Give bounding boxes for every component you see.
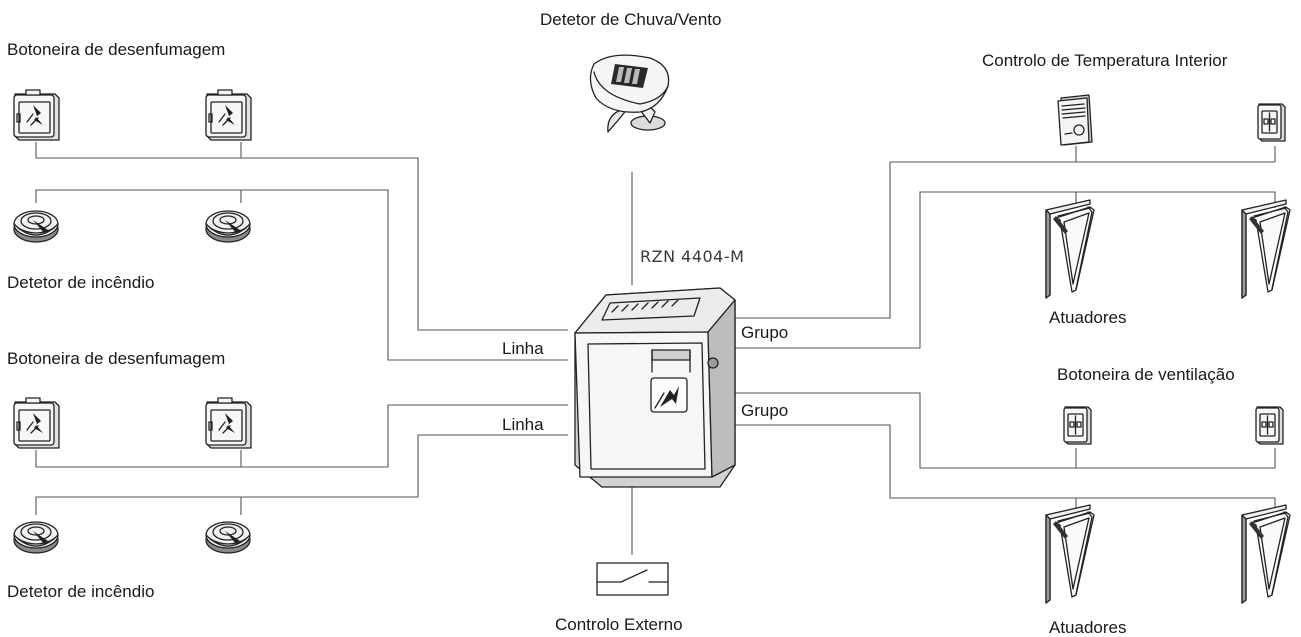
wire-vent-buttons	[735, 392, 1276, 469]
label-controller-model: RZN 4404-M	[640, 247, 744, 266]
window-actuator-icon	[1045, 199, 1095, 299]
wall-switch-icon	[1257, 103, 1286, 142]
thermostat-icon	[1057, 94, 1093, 146]
smoke-callpoint-icon	[205, 89, 252, 141]
label-vent-button: Botoneira de ventilação	[1057, 365, 1235, 384]
label-fire-detector-bottom: Detetor de incêndio	[7, 582, 154, 601]
controller-unit	[574, 287, 736, 488]
fire-detector-icon	[205, 521, 251, 554]
wire-detectors-bottom	[35, 434, 568, 515]
fire-detector-icon	[13, 521, 59, 554]
label-line-top: Linha	[502, 339, 544, 358]
rain-wind-sensor-icon	[589, 54, 670, 133]
external-switch-icon	[596, 562, 669, 596]
smoke-callpoint-icon	[13, 89, 60, 141]
label-smoke-button-top: Botoneira de desenfumagem	[7, 40, 225, 59]
fire-detector-icon	[13, 210, 59, 243]
window-actuator-icon	[1045, 504, 1095, 604]
label-smoke-button-bottom: Botoneira de desenfumagem	[7, 349, 225, 368]
wire-callpoints-bottom	[35, 404, 568, 468]
label-actuators-top: Atuadores	[1049, 308, 1127, 327]
window-actuator-icon	[1241, 199, 1291, 299]
fire-detector-icon	[205, 210, 251, 243]
label-indoor-temp-control: Controlo de Temperatura Interior	[982, 51, 1228, 70]
label-actuators-bottom: Atuadores	[1049, 618, 1127, 637]
vent-switch-icon	[1255, 406, 1284, 445]
wiring-lines	[35, 142, 1276, 555]
label-fire-detector-top: Detetor de incêndio	[7, 273, 154, 292]
smoke-callpoint-icon	[205, 397, 252, 449]
wire-detectors-top	[35, 189, 568, 361]
smoke-callpoint-icon	[13, 397, 60, 449]
window-actuator-icon	[1241, 504, 1291, 604]
label-group-top: Grupo	[741, 323, 788, 342]
wire-actuators-top	[735, 191, 1276, 349]
wire-temperature	[735, 146, 1276, 319]
label-line-bottom: Linha	[502, 415, 544, 434]
vent-switch-icon	[1063, 406, 1092, 445]
wire-callpoints-top	[35, 142, 568, 331]
label-rain-wind-detector: Detetor de Chuva/Vento	[540, 10, 721, 29]
label-group-bottom: Grupo	[741, 401, 788, 420]
label-external-control: Controlo Externo	[555, 615, 683, 634]
